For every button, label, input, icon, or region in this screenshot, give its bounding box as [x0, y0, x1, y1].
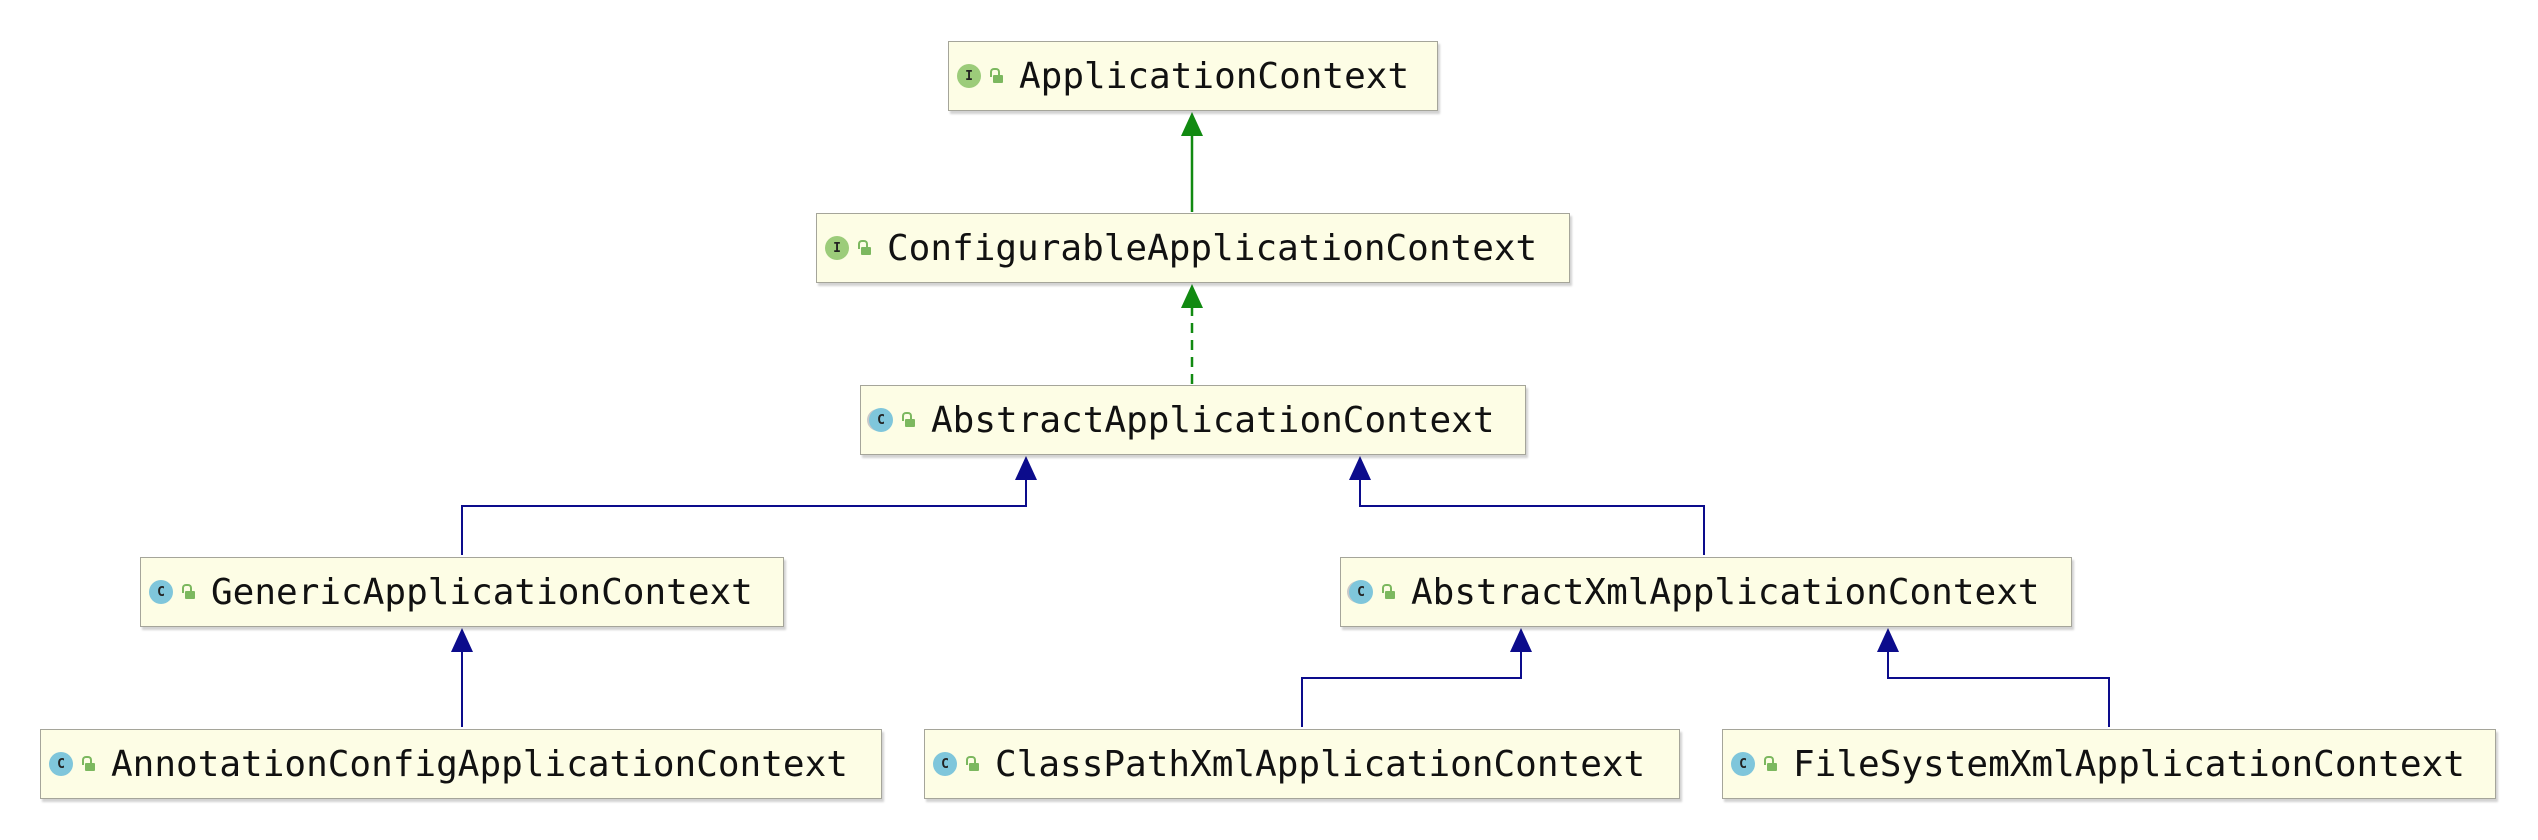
node-annotation-config-application-context[interactable]: C AnnotationConfigApplicationContext	[40, 729, 882, 799]
edge-annotationconfig-to-generic	[451, 628, 473, 727]
edge-generic-to-abstract	[461, 456, 1037, 555]
interface-icon: I	[957, 64, 981, 88]
edge-abstract-to-configurable	[1181, 284, 1203, 384]
abstract-class-icon: C	[1349, 580, 1373, 604]
node-label: ApplicationContext	[1019, 55, 1410, 97]
access-modifier-icon	[989, 68, 1003, 84]
access-modifier-icon	[901, 412, 915, 428]
interface-icon: I	[825, 236, 849, 260]
class-icon: C	[49, 752, 73, 776]
node-configurable-application-context[interactable]: I ConfigurableApplicationContext	[816, 213, 1570, 283]
access-modifier-icon	[857, 240, 871, 256]
class-icon: C	[933, 752, 957, 776]
node-abstract-xml-application-context[interactable]: C AbstractXmlApplicationContext	[1340, 557, 2072, 627]
edge-abstractxml-to-abstract	[1349, 456, 1705, 555]
access-modifier-icon	[1763, 756, 1777, 772]
node-label: GenericApplicationContext	[211, 571, 753, 613]
node-class-path-xml-application-context[interactable]: C ClassPathXmlApplicationContext	[924, 729, 1680, 799]
edge-classpath-to-abstractxml	[1301, 628, 1532, 727]
node-label: ClassPathXmlApplicationContext	[995, 743, 1646, 785]
access-modifier-icon	[1381, 584, 1395, 600]
access-modifier-icon	[965, 756, 979, 772]
edge-filesystem-to-abstractxml	[1877, 628, 2110, 727]
node-application-context[interactable]: I ApplicationContext	[948, 41, 1438, 111]
node-generic-application-context[interactable]: C GenericApplicationContext	[140, 557, 784, 627]
node-label: FileSystemXmlApplicationContext	[1793, 743, 2465, 785]
access-modifier-icon	[81, 756, 95, 772]
node-label: AbstractXmlApplicationContext	[1411, 571, 2040, 613]
node-label: ConfigurableApplicationContext	[887, 227, 1538, 269]
node-label: AbstractApplicationContext	[931, 399, 1495, 441]
class-icon: C	[1731, 752, 1755, 776]
class-icon: C	[149, 580, 173, 604]
node-file-system-xml-application-context[interactable]: C FileSystemXmlApplicationContext	[1722, 729, 2496, 799]
node-abstract-application-context[interactable]: C AbstractApplicationContext	[860, 385, 1526, 455]
access-modifier-icon	[181, 584, 195, 600]
node-label: AnnotationConfigApplicationContext	[111, 743, 848, 785]
abstract-class-icon: C	[869, 408, 893, 432]
edge-configurable-to-applicationcontext	[1181, 112, 1203, 212]
